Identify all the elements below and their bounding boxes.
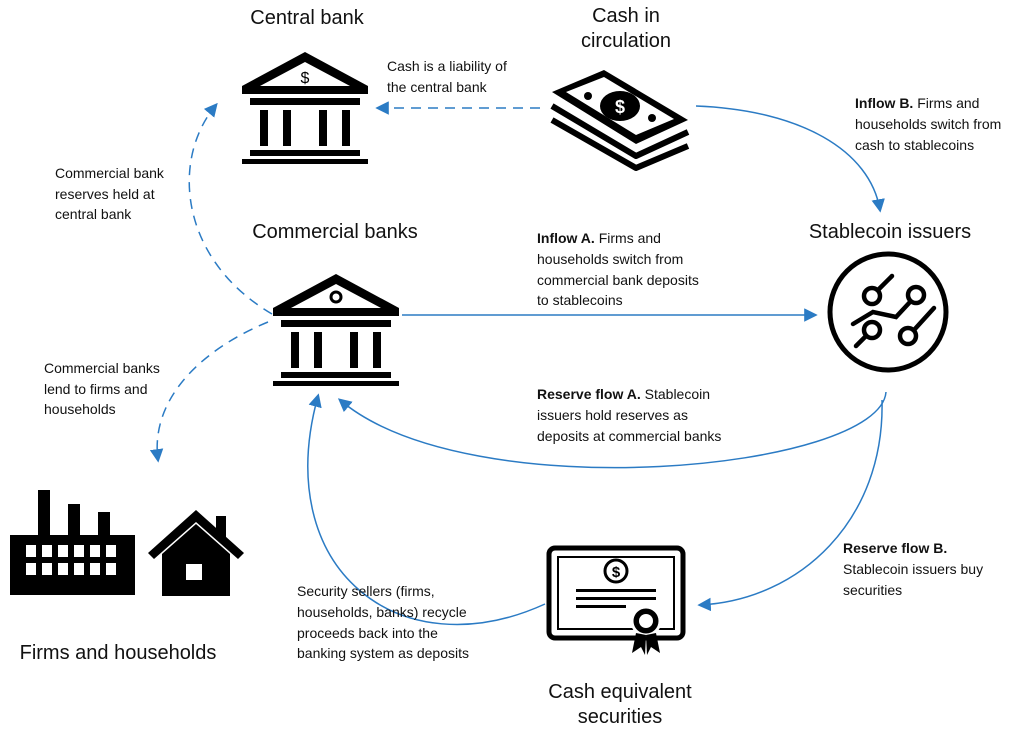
cash-equivalent-title-1: Cash equivalent <box>548 681 692 703</box>
security-sellers-arrow <box>307 393 546 626</box>
cash-equivalent-title-2: securities <box>578 706 662 728</box>
reserve-flow-a-arrow <box>337 391 887 469</box>
circuit-coin-icon <box>827 251 949 373</box>
banks-lend-arrow <box>149 321 269 463</box>
reserve-flow-b-note: Reserve flow B. Stablecoin issuers buy s… <box>843 540 987 598</box>
inflow-b-note: Inflow B. Firms and households switch fr… <box>855 95 1005 153</box>
svg-text:$: $ <box>615 97 625 117</box>
reserve-flow-b-arrow <box>697 399 883 612</box>
svg-text:$: $ <box>612 564 621 581</box>
inflow-b-arrow <box>695 105 885 213</box>
svg-text:$: $ <box>301 70 310 87</box>
money-stack-icon: $ <box>550 70 690 171</box>
bank-icon <box>273 274 399 386</box>
reserves-held-arrow <box>188 102 273 315</box>
cash-in-circulation-title-1: Cash in <box>592 5 660 27</box>
cash-in-circulation-title-2: circulation <box>581 30 671 52</box>
bank-icon: $ <box>242 52 368 164</box>
stablecoin-issuers-title: Stablecoin issuers <box>809 221 971 243</box>
firms-households-title: Firms and households <box>20 642 217 664</box>
certificate-icon: $ <box>546 545 686 655</box>
factory-icon <box>10 490 135 595</box>
central-bank-title: Central bank <box>250 7 364 29</box>
commercial-banks-title: Commercial banks <box>252 221 418 243</box>
cash-liability-note: Cash is a liability of the central bank <box>387 58 511 95</box>
inflow-a-note: Inflow A. Firms and households switch fr… <box>537 230 703 308</box>
house-icon <box>148 510 244 596</box>
security-sellers-note: Security sellers (firms, households, ban… <box>297 583 471 661</box>
reserves-held-note: Commercial bank reserves held at central… <box>55 165 168 222</box>
reserve-flow-a-note: Reserve flow A. Stablecoin issuers hold … <box>537 386 721 444</box>
banks-lend-note: Commercial banks lend to firms and house… <box>44 360 164 417</box>
